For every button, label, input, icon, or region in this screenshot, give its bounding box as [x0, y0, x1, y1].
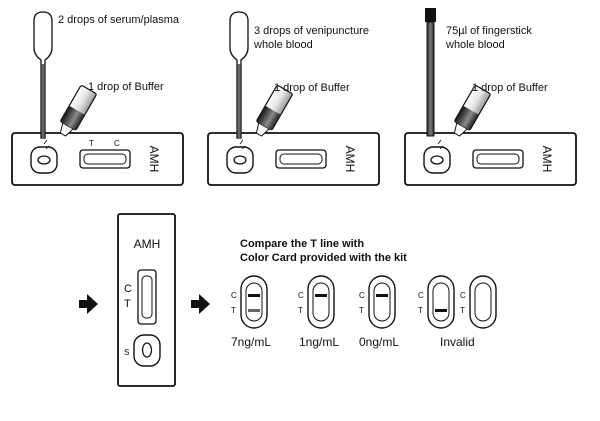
result-label: 1ng/mL — [299, 335, 339, 349]
instruction-line-1: Compare the T line with — [240, 238, 364, 250]
cassette-name: AMH — [147, 146, 161, 173]
buffer-label: 1 drop of Buffer — [274, 82, 350, 94]
cassette-vertical: AMH C T S — [117, 213, 176, 387]
result-invalid-2: C T — [460, 275, 497, 329]
window-c-label: C — [114, 139, 120, 148]
step-1: T C AMH 2 drops of serum/plasma 1 drop o… — [11, 11, 184, 186]
result-1ng: C T 1ng/mL — [298, 275, 339, 349]
result-label: 0ng/mL — [359, 335, 399, 349]
window-t-label: T — [89, 139, 94, 148]
t-label: T — [460, 306, 465, 315]
s-label: S — [124, 348, 129, 357]
instruction-line-2: Color Card provided with the kit — [240, 252, 407, 264]
result-label: 7ng/mL — [231, 335, 271, 349]
pipette-icon — [33, 11, 53, 139]
invalid-label: Invalid — [440, 335, 475, 349]
buffer-vial-icon — [437, 85, 491, 150]
sample-label-line2: whole blood — [445, 39, 505, 51]
sample-label: 2 drops of serum/plasma — [58, 14, 180, 26]
step-2: AMH 3 drops of venipuncture whole blood … — [207, 11, 380, 186]
c-label: C — [460, 291, 466, 300]
buffer-vial-icon — [43, 85, 97, 150]
result-0ng: C T 0ng/mL — [359, 275, 399, 349]
t-label: T — [124, 298, 131, 310]
cassette-horizontal: AMH — [404, 132, 577, 186]
buffer-label: 1 drop of Buffer — [472, 82, 548, 94]
cassette-name: AMH — [540, 146, 554, 173]
c-label: C — [418, 291, 424, 300]
capillary-tube-icon — [425, 8, 436, 137]
arrow-right-icon — [191, 294, 210, 314]
control-line — [376, 294, 388, 297]
c-label: C — [124, 283, 132, 295]
control-line — [315, 294, 327, 297]
buffer-vial-icon — [239, 85, 293, 150]
sample-label: 3 drops of venipuncture — [254, 25, 369, 37]
c-label: C — [231, 291, 237, 300]
t-label: T — [298, 306, 303, 315]
cassette-name: AMH — [134, 237, 161, 251]
cassette-horizontal: AMH — [207, 132, 380, 186]
pipette-icon — [229, 11, 249, 139]
cassette-name: AMH — [343, 146, 357, 173]
sample-label-line2: whole blood — [253, 39, 313, 51]
c-label: C — [298, 291, 304, 300]
arrow-right-icon — [79, 294, 98, 314]
sample-label: 75µl of fingerstick — [446, 25, 532, 37]
step-3: AMH 75µl of fingerstick whole blood 1 dr… — [404, 8, 577, 186]
result-7ng: C T 7ng/mL — [231, 275, 271, 349]
t-label: T — [418, 306, 423, 315]
result-invalid-1: C T — [418, 275, 455, 329]
t-label: T — [359, 306, 364, 315]
test-line — [435, 309, 447, 312]
cassette-horizontal: T C AMH — [11, 132, 184, 186]
t-label: T — [231, 306, 236, 315]
control-line — [248, 294, 260, 297]
buffer-label: 1 drop of Buffer — [88, 81, 164, 93]
test-line — [248, 309, 260, 312]
c-label: C — [359, 291, 365, 300]
